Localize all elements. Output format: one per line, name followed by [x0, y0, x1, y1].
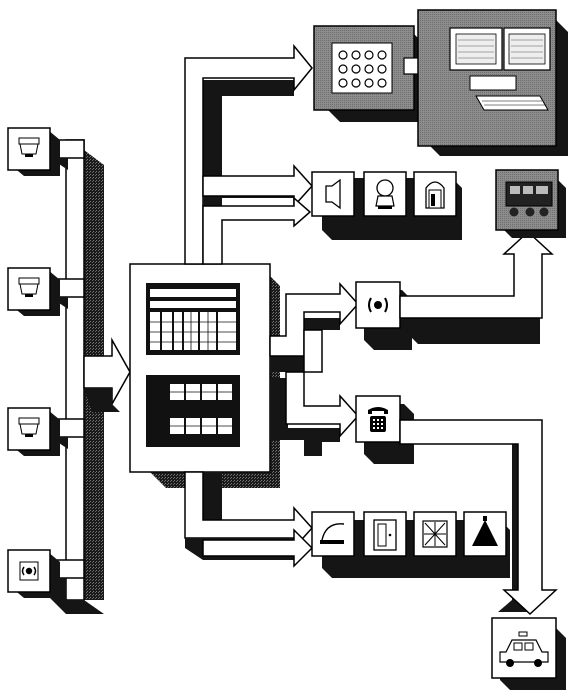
smoke-detector-icon	[19, 278, 39, 297]
input-bus	[50, 140, 130, 614]
control-rack-icon	[146, 283, 240, 355]
bell-box[interactable]	[364, 172, 406, 216]
relay-module-icon	[146, 375, 240, 447]
control-panel[interactable]	[130, 264, 280, 488]
detector-4[interactable]	[8, 550, 60, 598]
arrow-to-fire-truck	[400, 232, 552, 344]
workstation-panel[interactable]	[418, 10, 568, 156]
fire-door-box[interactable]	[364, 512, 406, 556]
alarm-button-icon	[20, 562, 38, 580]
telephone-icon	[368, 407, 388, 432]
detector-1[interactable]	[8, 128, 60, 176]
smoke-detector-icon	[19, 418, 39, 437]
damper-box[interactable]	[312, 512, 354, 556]
sprinkler-box[interactable]	[464, 512, 506, 556]
detector-2[interactable]	[8, 268, 60, 316]
door-holder-icon	[426, 182, 444, 208]
fire-truck-box[interactable]	[496, 170, 566, 238]
smoke-detector-icon	[19, 138, 39, 157]
arrow-to-alarms-lower	[203, 198, 310, 264]
speaker-box[interactable]	[312, 172, 354, 216]
fan-box[interactable]	[414, 512, 456, 556]
detector-3[interactable]	[8, 408, 60, 456]
fire-truck-icon	[506, 182, 552, 217]
fire-door-icon	[374, 520, 396, 550]
ventilation-fan-icon	[423, 521, 447, 547]
police-car-box[interactable]	[492, 618, 566, 690]
door-holder-box[interactable]	[414, 172, 456, 216]
keypad-icon	[332, 43, 392, 93]
